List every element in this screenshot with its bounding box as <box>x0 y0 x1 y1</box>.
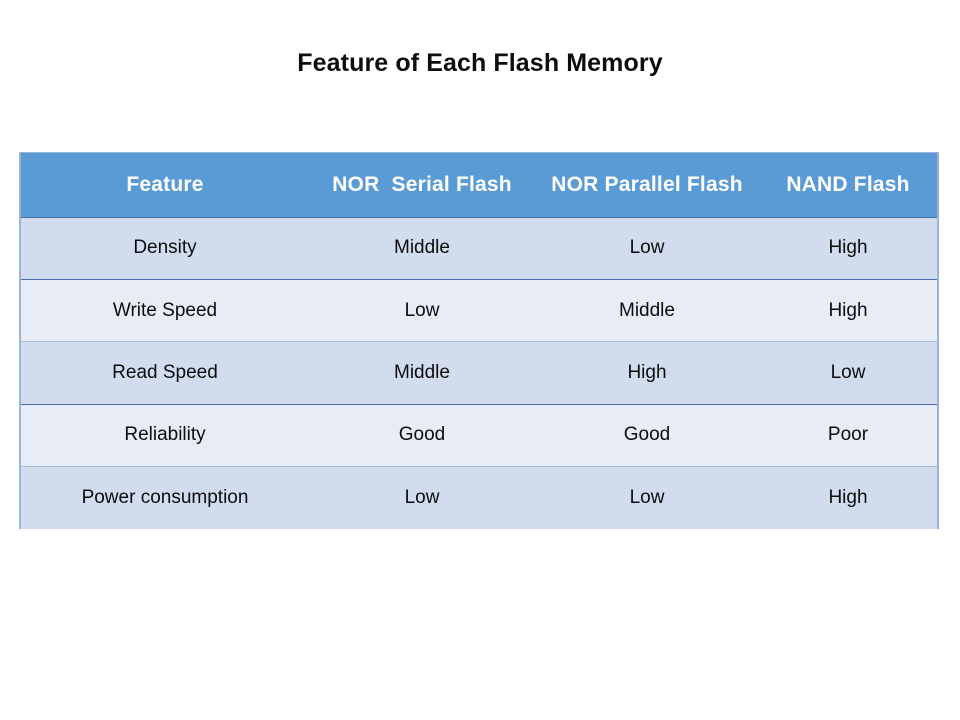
cell-nand: High <box>759 466 937 529</box>
cell-nor-serial: Low <box>309 466 535 529</box>
table-header: Feature NOR Serial Flash NOR Parallel Fl… <box>21 153 937 218</box>
cell-feature: Density <box>21 217 309 280</box>
table-body: Density Middle Low High Write Speed Low … <box>21 217 937 529</box>
cell-nor-serial: Middle <box>309 341 535 405</box>
table-row: Density Middle Low High <box>21 217 937 280</box>
column-header-feature: Feature <box>21 153 309 218</box>
column-header-nor-parallel-flash: NOR Parallel Flash <box>535 153 759 218</box>
table: Feature NOR Serial Flash NOR Parallel Fl… <box>21 153 937 529</box>
column-header-nand-flash: NAND Flash <box>759 153 937 218</box>
table-row: Reliability Good Good Poor <box>21 404 937 468</box>
cell-nor-serial: Good <box>309 404 535 468</box>
cell-feature: Write Speed <box>21 279 309 343</box>
cell-nand: High <box>759 279 937 343</box>
table-row: Write Speed Low Middle High <box>21 279 937 343</box>
cell-nor-parallel: Good <box>535 404 759 468</box>
cell-nor-parallel: Low <box>535 466 759 529</box>
feature-comparison-table: Feature NOR Serial Flash NOR Parallel Fl… <box>19 152 939 529</box>
page-title: Feature of Each Flash Memory <box>297 49 663 77</box>
table-header-row: Feature NOR Serial Flash NOR Parallel Fl… <box>21 153 937 218</box>
cell-nand: Low <box>759 341 937 405</box>
cell-nor-serial: Low <box>309 279 535 343</box>
cell-nand: High <box>759 217 937 280</box>
table-row: Power consumption Low Low High <box>21 466 937 529</box>
cell-feature: Reliability <box>21 404 309 468</box>
cell-feature: Power consumption <box>21 466 309 529</box>
table-row: Read Speed Middle High Low <box>21 341 937 405</box>
column-header-nor-serial-flash: NOR Serial Flash <box>309 153 535 218</box>
cell-nand: Poor <box>759 404 937 468</box>
cell-nor-parallel: Middle <box>535 279 759 343</box>
cell-nor-serial: Middle <box>309 217 535 280</box>
cell-nor-parallel: Low <box>535 217 759 280</box>
cell-feature: Read Speed <box>21 341 309 405</box>
cell-nor-parallel: High <box>535 341 759 405</box>
